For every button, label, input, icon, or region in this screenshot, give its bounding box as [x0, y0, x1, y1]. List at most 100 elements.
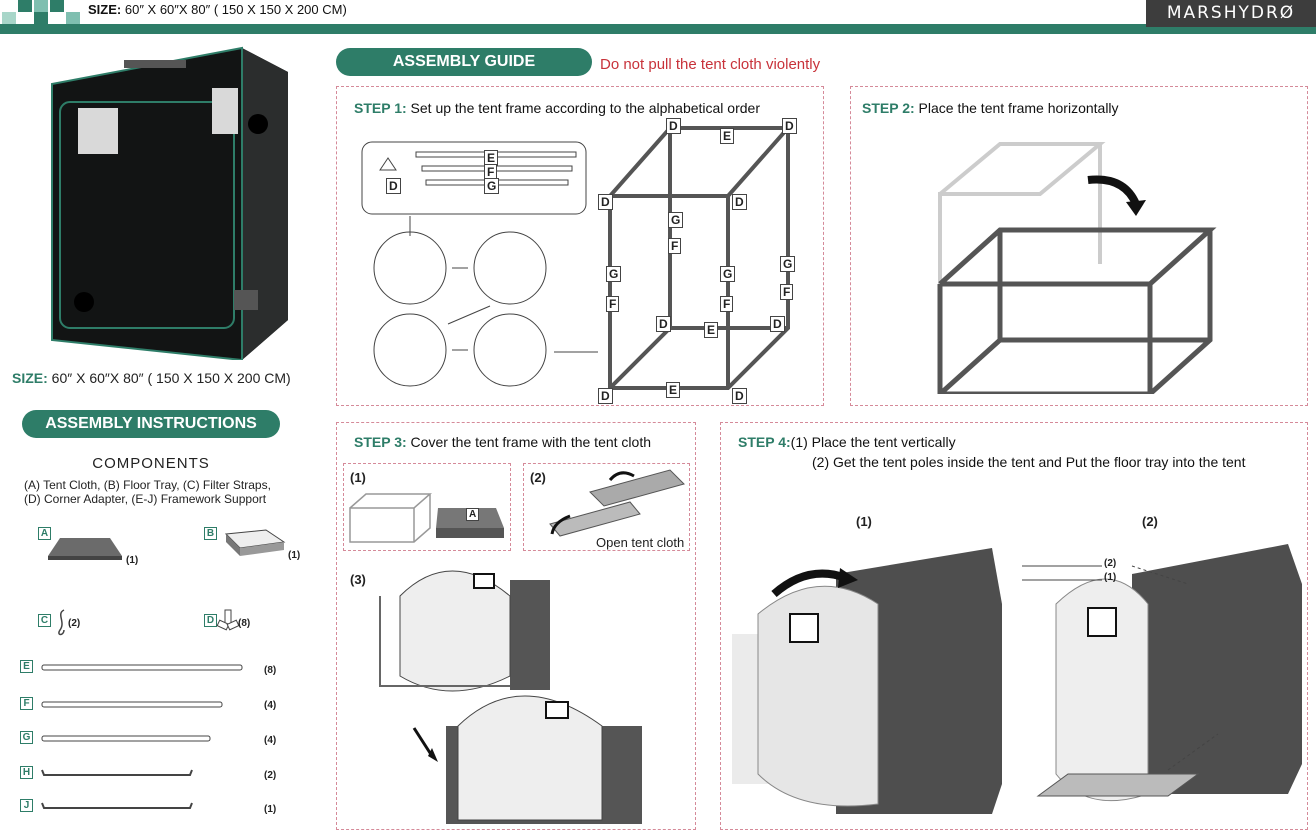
- pole-f-icon: [41, 701, 223, 708]
- step2-title: STEP 2: Place the tent frame horizontall…: [862, 100, 1119, 116]
- assembly-instructions-title: ASSEMBLY INSTRUCTIONS: [22, 410, 280, 438]
- component-qty-f: (4): [264, 700, 277, 711]
- header-size-label: SIZE:: [88, 2, 122, 17]
- frame-label-d9: D: [732, 388, 747, 404]
- step3-sub1-label: (1): [350, 470, 366, 485]
- frame-label-d3: D: [782, 118, 797, 134]
- step1-text: Set up the tent frame according to the a…: [406, 100, 760, 116]
- deco-square: [34, 12, 48, 24]
- pole-h-icon: [41, 769, 193, 776]
- components-line-1: (A) Tent Cloth, (B) Floor Tray, (C) Filt…: [24, 478, 271, 492]
- pole-j-icon: [41, 802, 193, 809]
- step4-panel: [720, 422, 1308, 830]
- header-size-value: 60″ X 60″X 80″ ( 150 X 150 X 200 CM): [124, 2, 347, 17]
- frame-label-d7: D: [770, 316, 785, 332]
- component-qty-j: (1): [264, 804, 277, 815]
- step4-sub1-label: (1): [856, 514, 872, 529]
- step3-text: Cover the tent frame with the tent cloth: [406, 434, 651, 450]
- components-description: (A) Tent Cloth, (B) Floor Tray, (C) Filt…: [24, 478, 314, 506]
- frame-label-d4: D: [598, 194, 613, 210]
- component-letter-h: H: [20, 766, 33, 779]
- brand-logo: MARSHYDRØ: [1146, 0, 1316, 27]
- header-size: SIZE: 60″ X 60″X 80″ ( 150 X 150 X 200 C…: [88, 2, 347, 17]
- filter-strap-icon: [58, 609, 65, 636]
- step4-pole-1: (1): [1104, 572, 1117, 583]
- component-qty-c: (2): [68, 618, 81, 629]
- step4-sub2-label: (2): [1142, 514, 1158, 529]
- components-title: COMPONENTS: [92, 455, 210, 472]
- tent-cloth-icon: [48, 538, 122, 560]
- frame-label-e2: E: [720, 128, 735, 144]
- step2-panel: [850, 86, 1308, 406]
- step1-label: STEP 1:: [354, 100, 407, 116]
- frame-label-e3: E: [704, 322, 719, 338]
- frame-label-f5: F: [780, 284, 794, 300]
- component-letter-g: G: [20, 731, 33, 744]
- step4-text-2: (2) Get the tent poles inside the tent a…: [812, 454, 1246, 470]
- corner-adapter-icon: [216, 609, 240, 631]
- warning-text: Do not pull the tent cloth violently: [600, 56, 821, 73]
- deco-square: [34, 0, 48, 12]
- header-band: [0, 24, 1316, 34]
- step3-a-tag: A: [466, 508, 480, 521]
- frame-label-f4: F: [720, 296, 734, 312]
- step3-sub2-diagram: [549, 469, 685, 537]
- frame-label-g3: G: [606, 266, 622, 282]
- deco-square: [50, 0, 64, 12]
- deco-square: [18, 0, 32, 12]
- component-letter-j: J: [20, 799, 33, 812]
- step3-open-caption: Open tent cloth: [596, 535, 685, 550]
- floor-tray-icon: [224, 529, 286, 556]
- frame-label-g1: G: [484, 178, 500, 194]
- step1-diagram: [361, 126, 793, 390]
- step4-label: STEP 4:: [738, 434, 791, 450]
- step3-sub1-panel: [343, 463, 511, 551]
- step4-title: STEP 4:(1) Place the tent vertically: [738, 434, 956, 450]
- component-qty-a: (1): [126, 555, 139, 566]
- components-line-2: (D) Corner Adapter, (E-J) Framework Supp…: [24, 492, 267, 506]
- step3-sub3-diagram: [379, 570, 642, 824]
- step3-title: STEP 3: Cover the tent frame with the te…: [354, 434, 651, 450]
- frame-label-g5: G: [780, 256, 796, 272]
- pole-g-icon: [41, 735, 211, 742]
- component-qty-h: (2): [264, 770, 277, 781]
- frame-label-d2: D: [666, 118, 681, 134]
- frame-label-d6: D: [656, 316, 671, 332]
- component-qty-b: (1): [288, 550, 301, 561]
- step2-diagram: [937, 142, 1217, 394]
- left-size-text: SIZE: 60″ X 60″X 80″ ( 150 X 150 X 200 C…: [12, 370, 291, 386]
- frame-label-g4: G: [720, 266, 736, 282]
- left-size-label: SIZE:: [12, 370, 48, 386]
- component-letter-d: D: [204, 614, 217, 627]
- pole-e-icon: [41, 664, 243, 671]
- frame-label-d5: D: [732, 194, 747, 210]
- left-size-value: 60″ X 60″X 80″ ( 150 X 150 X 200 CM): [51, 370, 291, 386]
- assembly-guide-title: ASSEMBLY GUIDE: [336, 48, 592, 76]
- step3-panel: [336, 422, 696, 830]
- tent-product-photo: [51, 46, 288, 360]
- deco-square: [2, 12, 16, 24]
- step4-text-1: (1) Place the tent vertically: [790, 434, 956, 450]
- component-qty-g: (4): [264, 735, 277, 746]
- component-letter-a: A: [38, 527, 51, 540]
- frame-label-g2: G: [668, 212, 684, 228]
- frame-label-e4: E: [666, 382, 681, 398]
- frame-label-f3: F: [606, 296, 620, 312]
- frame-label-f2: F: [668, 238, 682, 254]
- step4-diagram: [732, 544, 1302, 814]
- step4-pole-2: (2): [1104, 558, 1117, 569]
- frame-label-d8: D: [598, 388, 613, 404]
- step3-sub2-panel: [523, 463, 690, 551]
- component-letter-f: F: [20, 697, 33, 710]
- deco-square: [66, 12, 80, 24]
- step3-sub3-label: (3): [350, 572, 366, 587]
- component-letter-b: B: [204, 527, 217, 540]
- step1-panel: [336, 86, 824, 406]
- component-qty-e: (8): [264, 665, 277, 676]
- component-letter-c: C: [38, 614, 51, 627]
- frame-label-f1: F: [484, 164, 498, 180]
- step3-sub1-diagram: [349, 493, 504, 543]
- component-letter-e: E: [20, 660, 33, 673]
- step1-title: STEP 1: Set up the tent frame according …: [354, 100, 760, 116]
- step3-sub2-label: (2): [530, 470, 546, 485]
